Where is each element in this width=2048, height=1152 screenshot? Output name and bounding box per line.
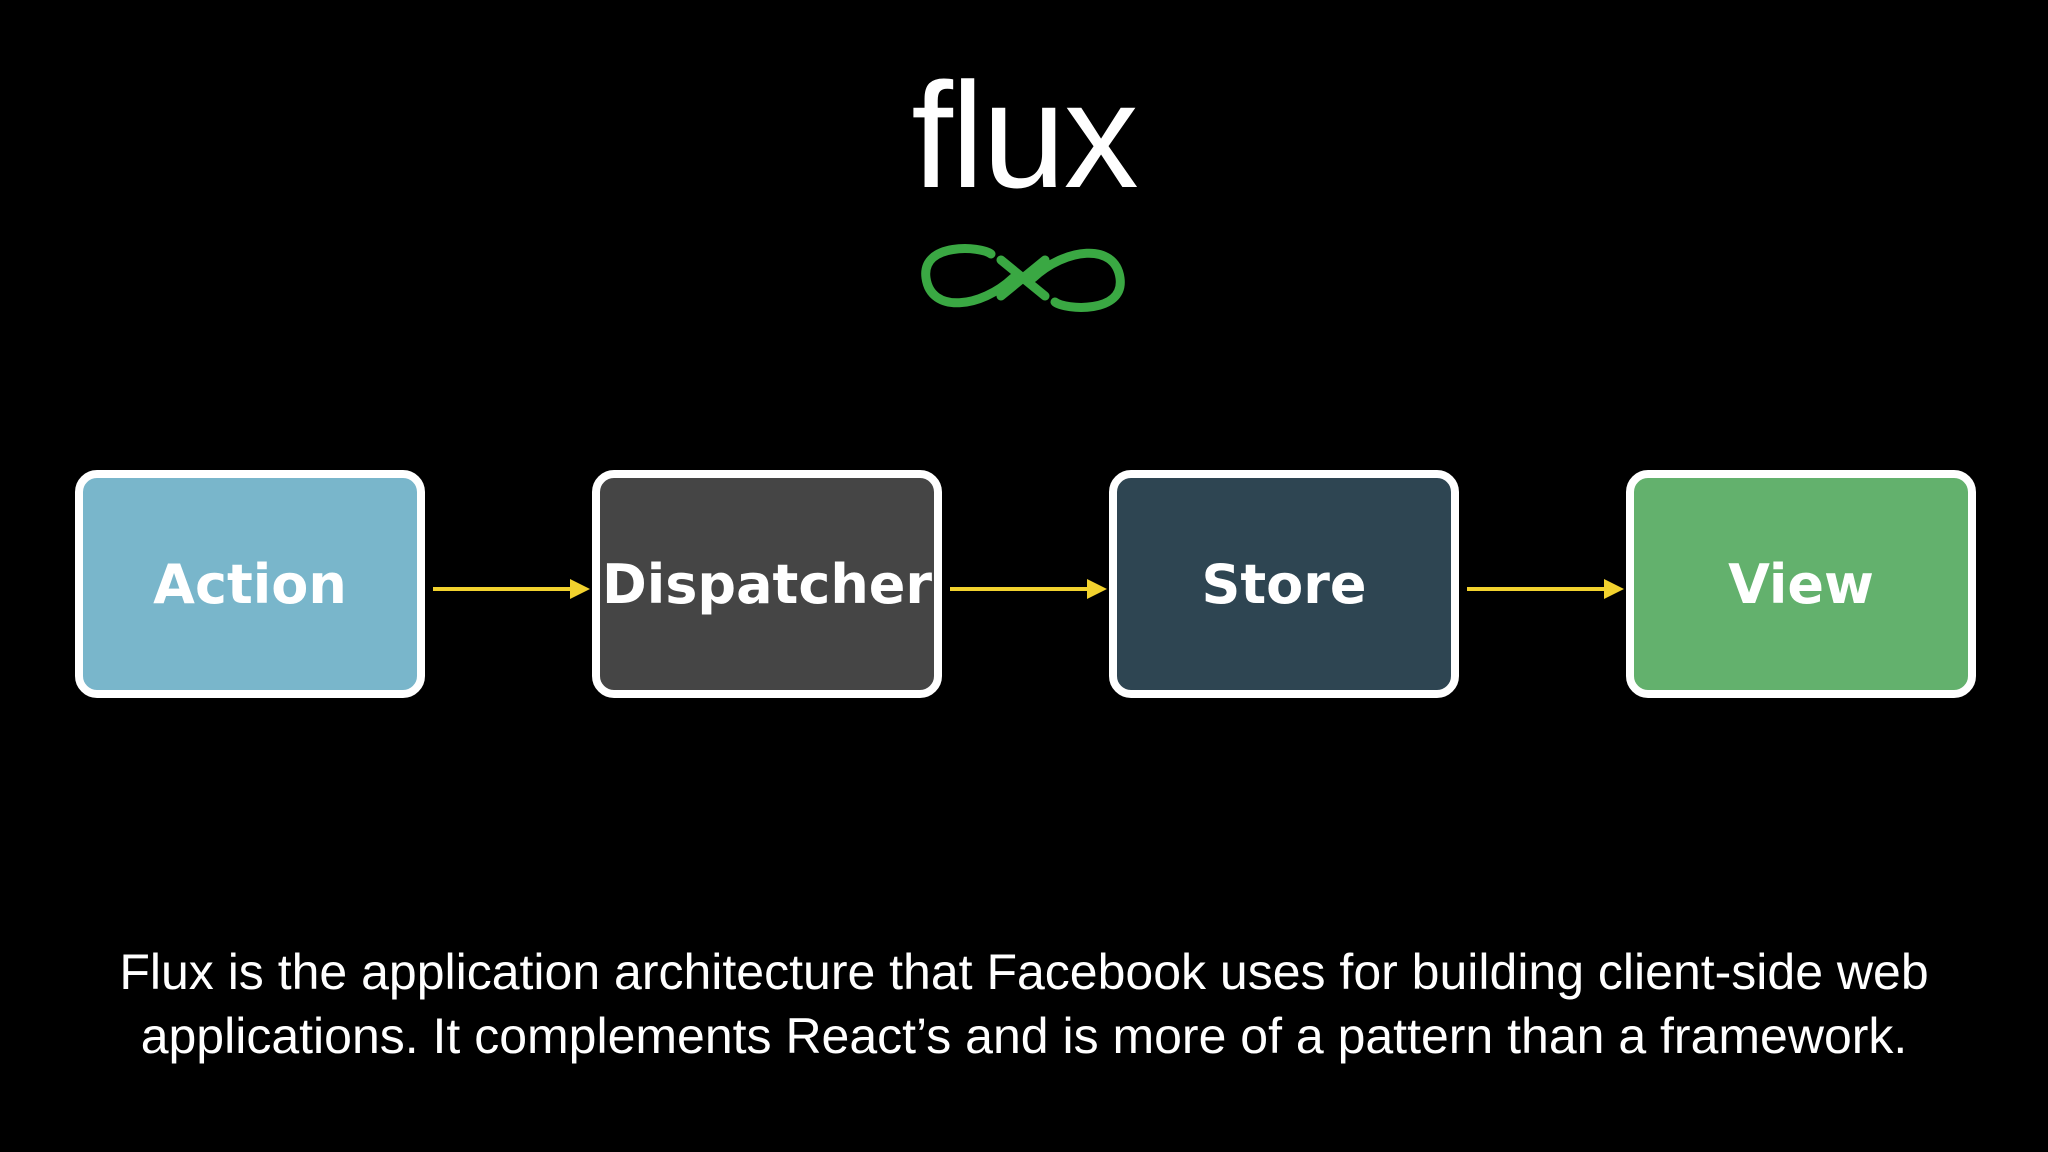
- node-action-label: Action: [153, 552, 347, 616]
- infinity-icon: [921, 244, 1125, 312]
- slide-title: flux: [911, 51, 1138, 219]
- node-view: View: [1626, 470, 1976, 698]
- node-dispatcher: Dispatcher: [592, 470, 942, 698]
- node-view-label: View: [1728, 552, 1874, 616]
- node-store-label: Store: [1201, 552, 1367, 616]
- arrow-action-to-dispatcher: [433, 579, 590, 599]
- node-store: Store: [1109, 470, 1459, 698]
- caption-line-1: Flux is the application architecture tha…: [119, 944, 1929, 1000]
- caption: Flux is the application architecture tha…: [0, 940, 2048, 1068]
- node-action: Action: [75, 470, 425, 698]
- node-dispatcher-label: Dispatcher: [601, 552, 933, 616]
- caption-line-2: applications. It complements React’s and…: [140, 1008, 1908, 1064]
- arrow-dispatcher-to-store: [950, 579, 1107, 599]
- arrow-store-to-view: [1467, 579, 1624, 599]
